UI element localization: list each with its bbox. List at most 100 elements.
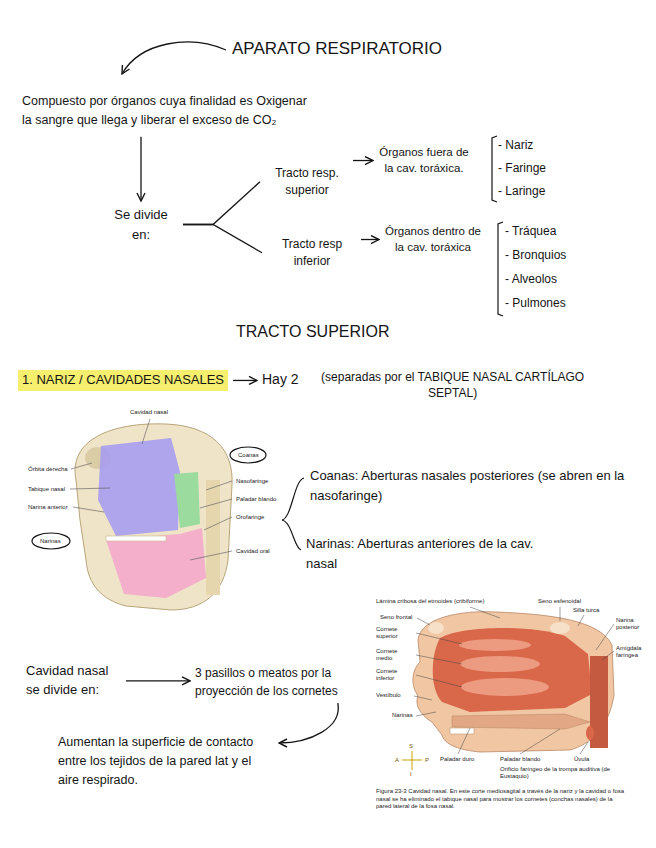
part-label: Cavidad oral: [236, 548, 270, 555]
connector-arrow: [183, 182, 260, 225]
note-text: Órganos dentro de la cav. toráxica: [384, 224, 482, 255]
note-text: (separadas por el TABIQUE NASAL CARTÍLAG…: [307, 370, 599, 401]
part-label: Vestíbulo: [376, 692, 401, 699]
list-item: - Pulmones: [505, 296, 566, 310]
skull-outline: [75, 424, 232, 610]
leader-line: [204, 517, 232, 530]
note-text: 3 pasillos o meatos por la proyección de…: [195, 664, 363, 700]
leader-line: [520, 729, 560, 754]
leader-line: [560, 607, 561, 621]
list-bracket: [498, 222, 503, 316]
list-item: - Bronquios: [505, 248, 566, 262]
part-label: Paladar blando: [500, 756, 540, 763]
uvula: [586, 726, 594, 740]
part-label: Lámina cribosa del etmoides (cribiforme): [376, 598, 484, 605]
part-label: Orofaringe: [236, 514, 264, 521]
leader-line: [416, 675, 462, 687]
leader-line: [578, 615, 584, 626]
leader-line: [417, 618, 430, 625]
title-arrow: [122, 42, 226, 74]
list-bracket: [492, 136, 497, 202]
part-label: Tabique nasal: [28, 486, 65, 493]
note-text: Cavidad nasal se divide en:: [26, 662, 121, 700]
compass-letter: I: [410, 771, 412, 778]
sphenoid-sinus: [550, 622, 570, 634]
circle-mark: [230, 447, 266, 463]
connector-arrow: [279, 703, 338, 743]
part-label: Narinas: [392, 712, 413, 719]
definition-note: Coanas: Aberturas nasales posteriores (s…: [310, 466, 630, 505]
organ-group-note: Órganos dentro de la cav. toráxica: [384, 224, 482, 255]
connector-arrow: [183, 225, 262, 253]
part-label: Órbita derecha: [28, 466, 68, 473]
oral-cavity-region: [106, 528, 206, 598]
nasal-cavity-region: [98, 438, 180, 536]
connector-arrow: [353, 160, 373, 161]
section-heading: TRACTO SUPERIOR: [236, 322, 390, 341]
leader-line: [416, 655, 462, 664]
highlighted-heading: 1. NARIZ / CAVIDADES NASALES: [18, 370, 228, 391]
compass-letter: A: [395, 757, 399, 764]
note-text: Se divide en:: [105, 205, 177, 244]
part-label: Cavidad nasal: [130, 409, 168, 416]
list-item: - Alveolos: [505, 272, 557, 286]
leader-line: [206, 481, 232, 490]
bracket-line: [282, 520, 301, 550]
compass-letter: P: [425, 757, 429, 764]
bracket-line: [282, 478, 304, 520]
leader-line: [142, 419, 150, 444]
part-label: Nasofaringe: [236, 478, 268, 485]
skull-leaders: [70, 419, 232, 560]
frontal-sinus: [428, 622, 444, 634]
list-item: - Laringe: [498, 184, 545, 198]
leader-line: [580, 742, 588, 754]
inferior-concha: [461, 678, 549, 696]
note-text: Órganos fuera de la cav. toráxica.: [378, 145, 470, 176]
division-note: Cavidad nasal se divide en:: [26, 662, 121, 700]
head-section: [413, 612, 614, 752]
part-label: Narinas: [40, 538, 61, 545]
part-label: Cornete superior: [376, 626, 414, 640]
teeth: [106, 536, 166, 541]
note-text: Tracto resp inferior: [268, 236, 356, 270]
figure-leaders: [414, 607, 614, 754]
note-text: Tracto resp. superior: [266, 165, 348, 199]
note-text: Hay 2: [262, 370, 299, 388]
branch-note: Tracto resp inferior: [268, 236, 356, 270]
function-note: Aumentan la superficie de contacto entre…: [58, 733, 273, 789]
figure-caption: Figura 23-3 Cavidad nasal. En este corte…: [376, 788, 628, 811]
leader-line: [71, 463, 92, 469]
circle-mark: [32, 533, 70, 549]
leader-line: [470, 607, 500, 618]
leader-line: [190, 551, 232, 560]
palate: [452, 714, 590, 729]
part-label: Cornete medio: [376, 648, 414, 662]
nasopharynx-region: [174, 472, 200, 528]
connector-arrow: [126, 680, 190, 681]
connector-arrow: [361, 239, 379, 240]
part-label: Seno frontal: [380, 614, 412, 621]
note-text: 1. NARIZ / CAVIDADES NASALES: [22, 372, 224, 389]
meatus-note: 3 pasillos o meatos por la proyección de…: [195, 664, 363, 700]
definition-note: Narinas: Aberturas anteriores de la cav.…: [306, 534, 568, 573]
connector-arrow: [233, 380, 257, 381]
part-label: Silla turca: [573, 607, 599, 614]
spine: [206, 480, 220, 595]
skull-illustration: [75, 424, 232, 610]
title-text: APARATO RESPIRATORIO: [232, 39, 442, 59]
leader-line: [416, 712, 436, 716]
compass-letter: S: [409, 743, 413, 750]
part-label: Amígdala faríngea: [616, 645, 650, 659]
part-label: Narina posterior: [616, 617, 648, 631]
superior-concha: [459, 639, 531, 651]
part-label: Cornete inferior: [376, 668, 414, 682]
note-text: Compuesto por órganos cuya finalidad es …: [22, 92, 307, 131]
part-label: Coanas: [238, 452, 259, 459]
intro-note: Compuesto por órganos cuya finalidad es …: [22, 92, 307, 131]
part-label: Paladar duro: [440, 756, 474, 763]
leader-line: [602, 651, 614, 660]
split-note: Se divide en:: [105, 205, 177, 244]
leader-line: [70, 488, 110, 489]
list-item: - Nariz: [498, 138, 533, 152]
